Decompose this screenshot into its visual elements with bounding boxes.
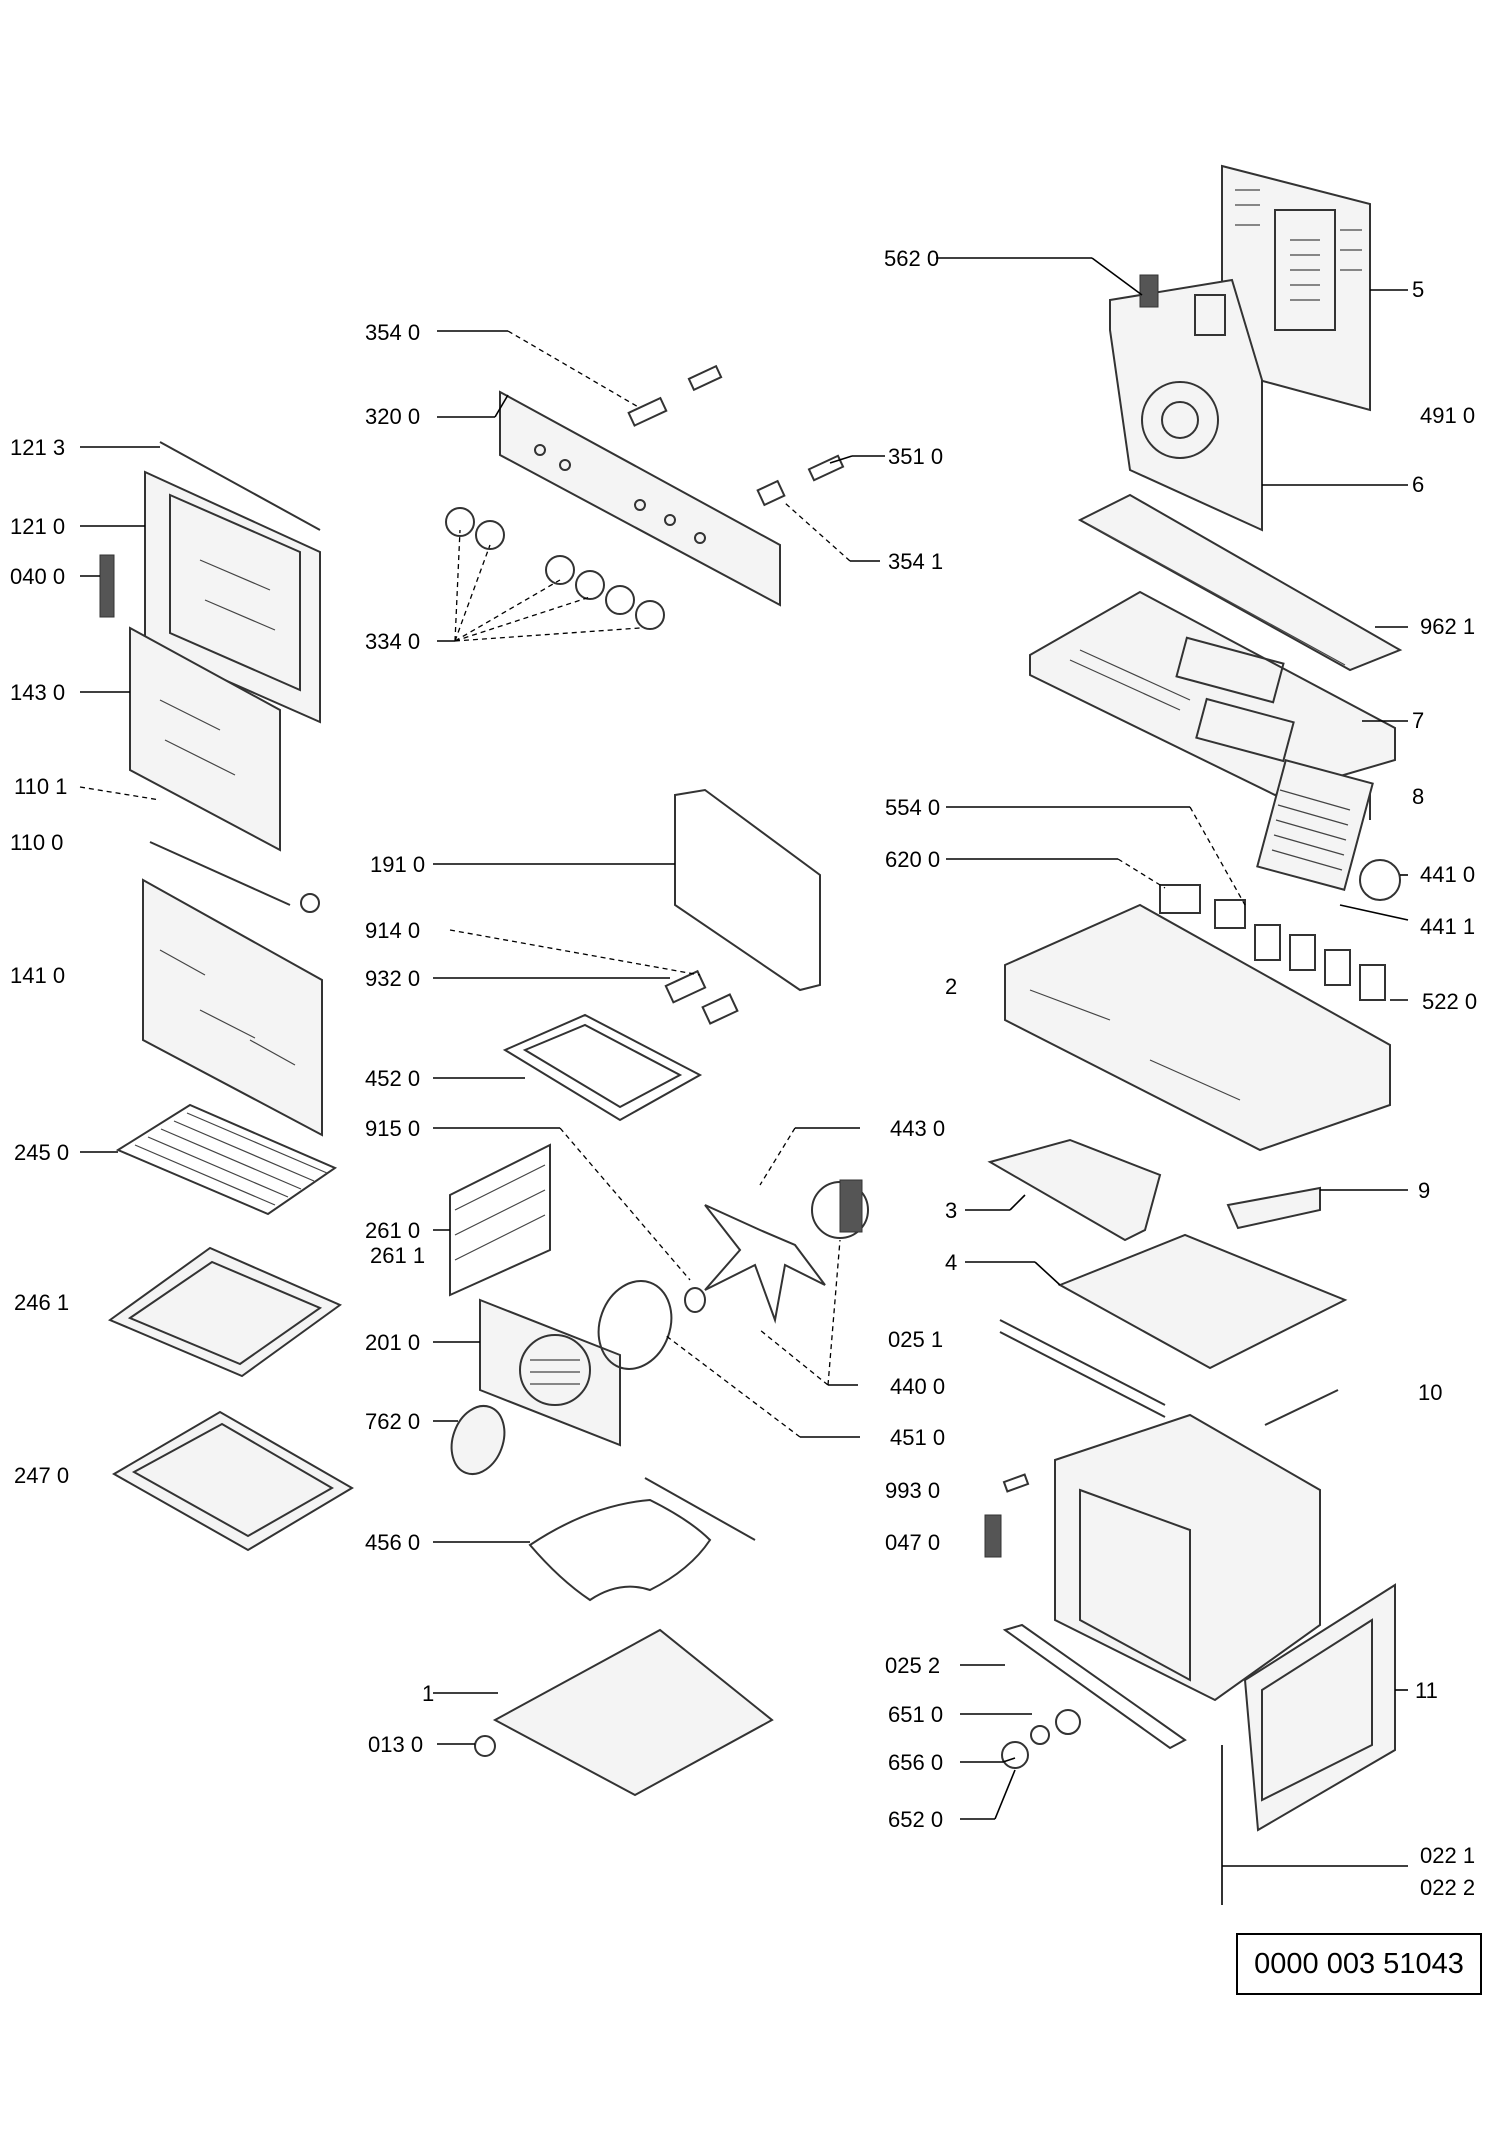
label-620-0: 620 0 bbox=[885, 847, 940, 872]
label-025-2: 025 2 bbox=[885, 1653, 940, 1678]
heating-rod-part bbox=[1264, 1389, 1339, 1426]
label-013-0: 013 0 bbox=[368, 1732, 423, 1757]
fan-blade-part bbox=[704, 1204, 826, 1324]
label-915-0: 915 0 bbox=[365, 1116, 420, 1141]
side-runner-part bbox=[449, 1143, 551, 1297]
label-351-0: 351 0 bbox=[888, 444, 943, 469]
label-491-0: 491 0 bbox=[1420, 403, 1475, 428]
label-562-0: 562 0 bbox=[884, 246, 939, 271]
label-261-1: 261 1 bbox=[370, 1243, 425, 1268]
reference-number-box: 0000 003 51043 bbox=[1236, 1933, 1482, 1995]
label-962-1: 962 1 bbox=[1420, 614, 1475, 639]
hinge-part bbox=[99, 554, 115, 618]
label-993-0: 993 0 bbox=[885, 1478, 940, 1503]
lamp-parts bbox=[627, 364, 845, 507]
baking-tray-part bbox=[107, 1246, 343, 1378]
rail-part bbox=[999, 1319, 1166, 1418]
bottom-rail-part bbox=[1002, 1623, 1187, 1750]
label-3: 3 bbox=[945, 1198, 957, 1223]
label-025-1: 025 1 bbox=[888, 1327, 943, 1352]
label-7: 7 bbox=[1412, 708, 1424, 733]
oven-rack-part bbox=[115, 1103, 338, 1216]
label-261-0: 261 0 bbox=[365, 1218, 420, 1243]
deep-tray-part bbox=[111, 1410, 354, 1552]
label-456-0: 456 0 bbox=[365, 1530, 420, 1555]
insulation-part bbox=[1077, 493, 1403, 672]
label-047-0: 047 0 bbox=[885, 1530, 940, 1555]
label-141-0: 141 0 bbox=[10, 963, 65, 988]
door-bar-part bbox=[149, 841, 320, 913]
bracket-part bbox=[987, 1138, 1162, 1242]
label-522-0: 522 0 bbox=[1422, 989, 1477, 1014]
label-040-0: 040 0 bbox=[10, 564, 65, 589]
label-121-0: 121 0 bbox=[10, 514, 65, 539]
oven-door-part bbox=[1221, 1583, 1396, 1905]
tangential-fan-part bbox=[1256, 759, 1401, 901]
label-10: 10 bbox=[1418, 1380, 1442, 1405]
label-652-0: 652 0 bbox=[888, 1807, 943, 1832]
label-932-0: 932 0 bbox=[365, 966, 420, 991]
oven-cavity-part bbox=[1054, 1413, 1321, 1702]
part-labels: 562 0 5 491 0 354 0 320 0 351 0 354 1 6 … bbox=[10, 246, 1477, 1900]
label-914-0: 914 0 bbox=[365, 918, 420, 943]
fan-cover-part bbox=[479, 1298, 621, 1447]
label-9: 9 bbox=[1418, 1178, 1430, 1203]
cavity-top-part bbox=[1057, 1233, 1348, 1370]
label-11: 11 bbox=[1415, 1678, 1438, 1703]
top-panel-part bbox=[1029, 590, 1396, 797]
label-354-1: 354 1 bbox=[888, 549, 943, 574]
label-6: 6 bbox=[1412, 472, 1424, 497]
bottom-element-part bbox=[528, 1477, 756, 1602]
control-housing-part bbox=[1004, 884, 1391, 1152]
label-246-1: 246 1 bbox=[14, 1290, 69, 1315]
label-440-0: 440 0 bbox=[890, 1374, 945, 1399]
control-panel-part bbox=[499, 390, 781, 607]
foot-part bbox=[474, 1735, 496, 1757]
door-gasket-part bbox=[674, 788, 821, 992]
grill-element-part bbox=[502, 969, 739, 1122]
label-651-0: 651 0 bbox=[888, 1702, 943, 1727]
label-554-0: 554 0 bbox=[885, 795, 940, 820]
label-452-0: 452 0 bbox=[365, 1066, 420, 1091]
outer-glass-part bbox=[142, 878, 323, 1137]
label-443-0: 443 0 bbox=[890, 1116, 945, 1141]
label-121-3: 121 3 bbox=[10, 435, 65, 460]
cover-plate-part bbox=[450, 1405, 506, 1475]
label-334-0: 334 0 bbox=[365, 629, 420, 654]
small-clip-parts bbox=[984, 1473, 1030, 1558]
back-casing-part bbox=[1109, 274, 1263, 532]
label-320-0: 320 0 bbox=[365, 404, 420, 429]
label-022-1: 022 1 bbox=[1420, 1843, 1475, 1868]
label-143-0: 143 0 bbox=[10, 680, 65, 705]
label-110-0: 110 0 bbox=[10, 830, 63, 855]
inner-glass-part bbox=[129, 626, 281, 852]
reference-number: 0000 003 51043 bbox=[1254, 1947, 1464, 1980]
label-022-2: 022 2 bbox=[1420, 1875, 1475, 1900]
label-201-0: 201 0 bbox=[365, 1330, 420, 1355]
label-2: 2 bbox=[945, 974, 957, 999]
label-451-0: 451 0 bbox=[890, 1425, 945, 1450]
label-5: 5 bbox=[1412, 277, 1424, 302]
label-441-1: 441 1 bbox=[1420, 914, 1475, 939]
leader-lines bbox=[79, 257, 1409, 1867]
label-247-0: 247 0 bbox=[14, 1463, 69, 1488]
label-656-0: 656 0 bbox=[888, 1750, 943, 1775]
base-panel-part bbox=[492, 1628, 774, 1797]
label-762-0: 762 0 bbox=[365, 1409, 420, 1434]
switch-parts bbox=[1001, 1709, 1081, 1769]
label-4: 4 bbox=[945, 1250, 957, 1275]
label-191-0: 191 0 bbox=[370, 852, 425, 877]
label-441-0: 441 0 bbox=[1420, 862, 1475, 887]
label-245-0: 245 0 bbox=[14, 1140, 69, 1165]
strip-part bbox=[1226, 1186, 1321, 1230]
control-knobs-part bbox=[445, 507, 665, 630]
label-8: 8 bbox=[1412, 784, 1424, 809]
label-110-1: 110 1 bbox=[14, 774, 67, 799]
fan-motor-part bbox=[811, 1179, 869, 1239]
label-1: 1 bbox=[422, 1681, 434, 1706]
label-354-0: 354 0 bbox=[365, 320, 420, 345]
